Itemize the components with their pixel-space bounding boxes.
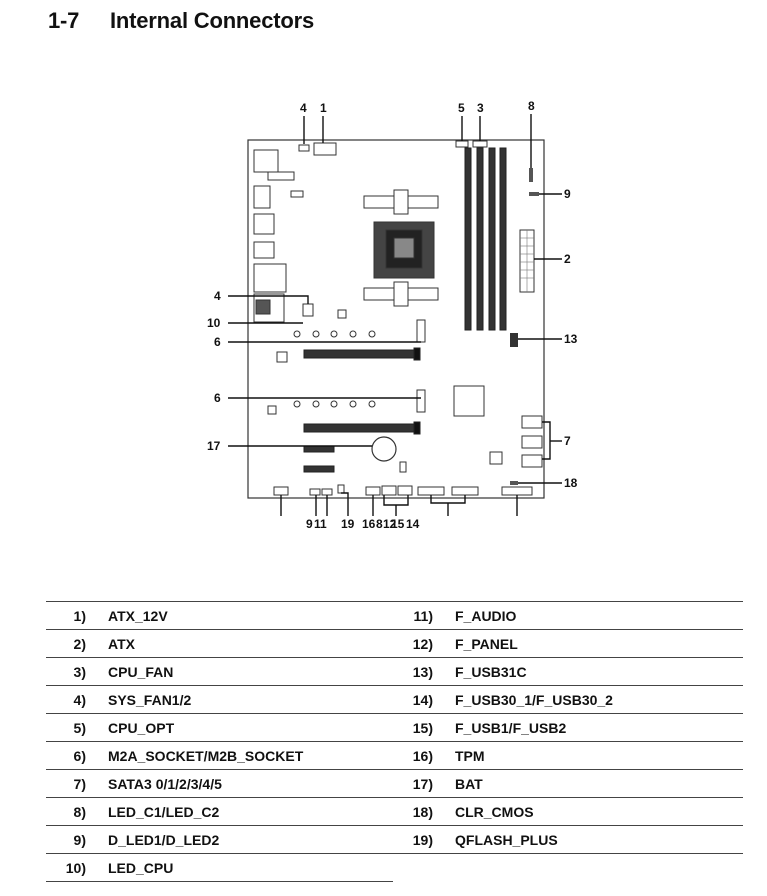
callout-lines bbox=[228, 114, 562, 516]
section-number: 1-7 bbox=[48, 8, 80, 33]
legend-label-right: BAT bbox=[455, 769, 743, 798]
legend-number-left: 3) bbox=[46, 657, 108, 686]
callout-top-1: 1 bbox=[320, 101, 327, 115]
legend-label-left: SATA3 0/1/2/3/4/5 bbox=[108, 769, 393, 798]
pcie-slots bbox=[303, 347, 421, 473]
legend-number-right: 17) bbox=[393, 769, 455, 798]
callout-right-9: 9 bbox=[564, 187, 571, 201]
legend-label-left: ATX_12V bbox=[108, 601, 393, 630]
cpu-opt-header bbox=[455, 140, 469, 148]
legend-label-left: D_LED1/D_LED2 bbox=[108, 825, 393, 854]
callout-bottom-19: 19 bbox=[341, 517, 355, 531]
legend-label-left: LED_CPU bbox=[108, 853, 393, 882]
legend-number-left: 1) bbox=[46, 601, 108, 630]
chipset bbox=[453, 385, 485, 417]
legend-number-right: 15) bbox=[393, 713, 455, 742]
legend-label-left: SYS_FAN1/2 bbox=[108, 685, 393, 714]
callout-right-18: 18 bbox=[564, 476, 578, 490]
legend-label-left: CPU_OPT bbox=[108, 713, 393, 742]
legend-number-left: 10) bbox=[46, 853, 108, 882]
legend-label-left: M2A_SOCKET/M2B_SOCKET bbox=[108, 741, 393, 770]
callout-left-10: 10 bbox=[207, 316, 221, 330]
cpu-fan-header bbox=[472, 140, 488, 148]
atx-12v-connector bbox=[313, 142, 337, 156]
callout-left-6a: 6 bbox=[214, 335, 221, 349]
legend-number-left: 8) bbox=[46, 797, 108, 826]
legend-number-right: 19) bbox=[393, 825, 455, 854]
legend-number-right: 16) bbox=[393, 741, 455, 770]
legend-label-right: F_PANEL bbox=[455, 629, 743, 658]
callout-right-2: 2 bbox=[564, 252, 571, 266]
legend-number-left: 7) bbox=[46, 769, 108, 798]
legend-label-right: F_USB31C bbox=[455, 657, 743, 686]
sys-fan-header-left bbox=[302, 303, 314, 317]
legend-number-left: 2) bbox=[46, 629, 108, 658]
dimm-slots bbox=[464, 147, 507, 331]
motherboard-diagram: 4 1 5 3 8 9 2 13 7 18 4 10 6 6 17 9 11 1… bbox=[207, 99, 578, 531]
legend-label-right: TPM bbox=[455, 741, 743, 770]
callout-right-7: 7 bbox=[564, 434, 571, 448]
legend-label-right: CLR_CMOS bbox=[455, 797, 743, 826]
legend-number-left: 5) bbox=[46, 713, 108, 742]
legend-number-right: 11) bbox=[393, 601, 455, 630]
callout-top-8: 8 bbox=[528, 99, 535, 113]
cpu-socket bbox=[363, 189, 439, 307]
callout-bottom-16: 16 bbox=[362, 517, 376, 531]
callout-bottom-14: 14 bbox=[406, 517, 420, 531]
callout-right-13: 13 bbox=[564, 332, 578, 346]
legend-label-left: CPU_FAN bbox=[108, 657, 393, 686]
callout-bottom-8: 8 bbox=[376, 517, 383, 531]
callout-left-6b: 6 bbox=[214, 391, 221, 405]
callout-left-17: 17 bbox=[207, 439, 221, 453]
callout-bottom-12: 12 bbox=[383, 517, 397, 531]
legend-label-left: ATX bbox=[108, 629, 393, 658]
legend-number-right: 18) bbox=[393, 797, 455, 826]
callout-bottom-11: 11 bbox=[314, 517, 327, 531]
section-heading: 1-7 Internal Connectors bbox=[48, 8, 314, 34]
legend-label-right: F_USB1/F_USB2 bbox=[455, 713, 743, 742]
legend-number-left: 4) bbox=[46, 685, 108, 714]
legend-number-right bbox=[393, 853, 455, 882]
led-c-header bbox=[529, 168, 533, 182]
section-title: Internal Connectors bbox=[110, 8, 315, 33]
legend-label-left: LED_C1/LED_C2 bbox=[108, 797, 393, 826]
sata-connectors bbox=[521, 415, 543, 468]
callout-top-5: 5 bbox=[458, 101, 465, 115]
callout-bottom-9: 9 bbox=[306, 517, 313, 531]
callout-bottom-15: 15 bbox=[391, 517, 405, 531]
legend-label-right: QFLASH_PLUS bbox=[455, 825, 743, 854]
m2-socket-b bbox=[293, 389, 426, 413]
legend-label-right: F_USB30_1/F_USB30_2 bbox=[455, 685, 743, 714]
bottom-headers bbox=[273, 484, 533, 496]
callout-top-4: 4 bbox=[300, 101, 307, 115]
cmos-battery bbox=[371, 436, 397, 462]
d-led-header bbox=[529, 192, 539, 196]
sys-fan-header-top bbox=[298, 144, 310, 152]
legend-row: 10)LED_CPU bbox=[46, 853, 743, 882]
legend-label-right bbox=[455, 853, 743, 882]
callout-left-4: 4 bbox=[214, 289, 221, 303]
legend-number-left: 9) bbox=[46, 825, 108, 854]
legend-number-right: 14) bbox=[393, 685, 455, 714]
rear-io-ports bbox=[253, 149, 304, 323]
legend-number-right: 12) bbox=[393, 629, 455, 658]
legend-number-right: 13) bbox=[393, 657, 455, 686]
legend-label-right: F_AUDIO bbox=[455, 601, 743, 630]
f-usb31c-connector bbox=[510, 333, 518, 347]
legend-number-left: 6) bbox=[46, 741, 108, 770]
callout-top-3: 3 bbox=[477, 101, 484, 115]
clr-cmos-jumper bbox=[510, 481, 518, 485]
